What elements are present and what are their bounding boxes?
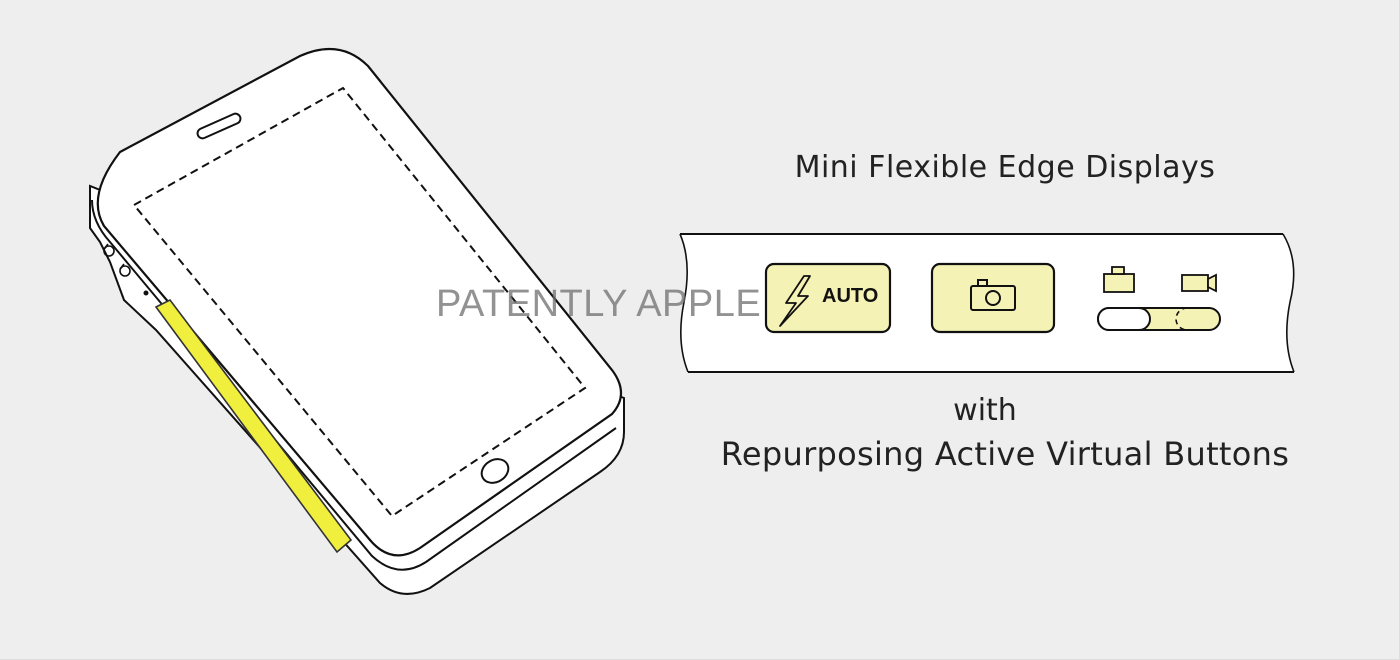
- watermark: PATENTLY APPLE: [436, 283, 762, 325]
- camera-mode-icon: [1103, 266, 1135, 293]
- strip-left-break: [679, 233, 689, 373]
- subtitle-line-1: with: [953, 393, 1017, 428]
- video-mode-icon: [1181, 273, 1217, 293]
- edge-display-closeup: [679, 233, 1295, 373]
- camera-button: [930, 262, 1056, 334]
- subtitle-line-2: Repurposing Active Virtual Buttons: [720, 435, 1290, 473]
- mode-slider-thumb: [1097, 307, 1151, 331]
- phone-illustration: [89, 47, 625, 595]
- side-dot: [143, 290, 149, 296]
- side-volume-icons: [103, 243, 131, 277]
- speaker-slot: [196, 112, 242, 140]
- figure-title: Mini Flexible Edge Displays: [794, 150, 1216, 185]
- flash-auto-label: AUTO: [822, 285, 879, 307]
- screen-outline: [132, 86, 587, 518]
- phone-front-edge: [91, 199, 617, 571]
- strip-right-break: [1282, 233, 1295, 373]
- lightning-bolt-icon: [779, 275, 811, 327]
- flash-auto-button: [764, 262, 892, 334]
- mode-slider-ghost-thumb: [1175, 307, 1221, 331]
- edge-display-strip: [154, 298, 353, 554]
- camera-icon: [970, 279, 1016, 311]
- home-button: [480, 458, 510, 484]
